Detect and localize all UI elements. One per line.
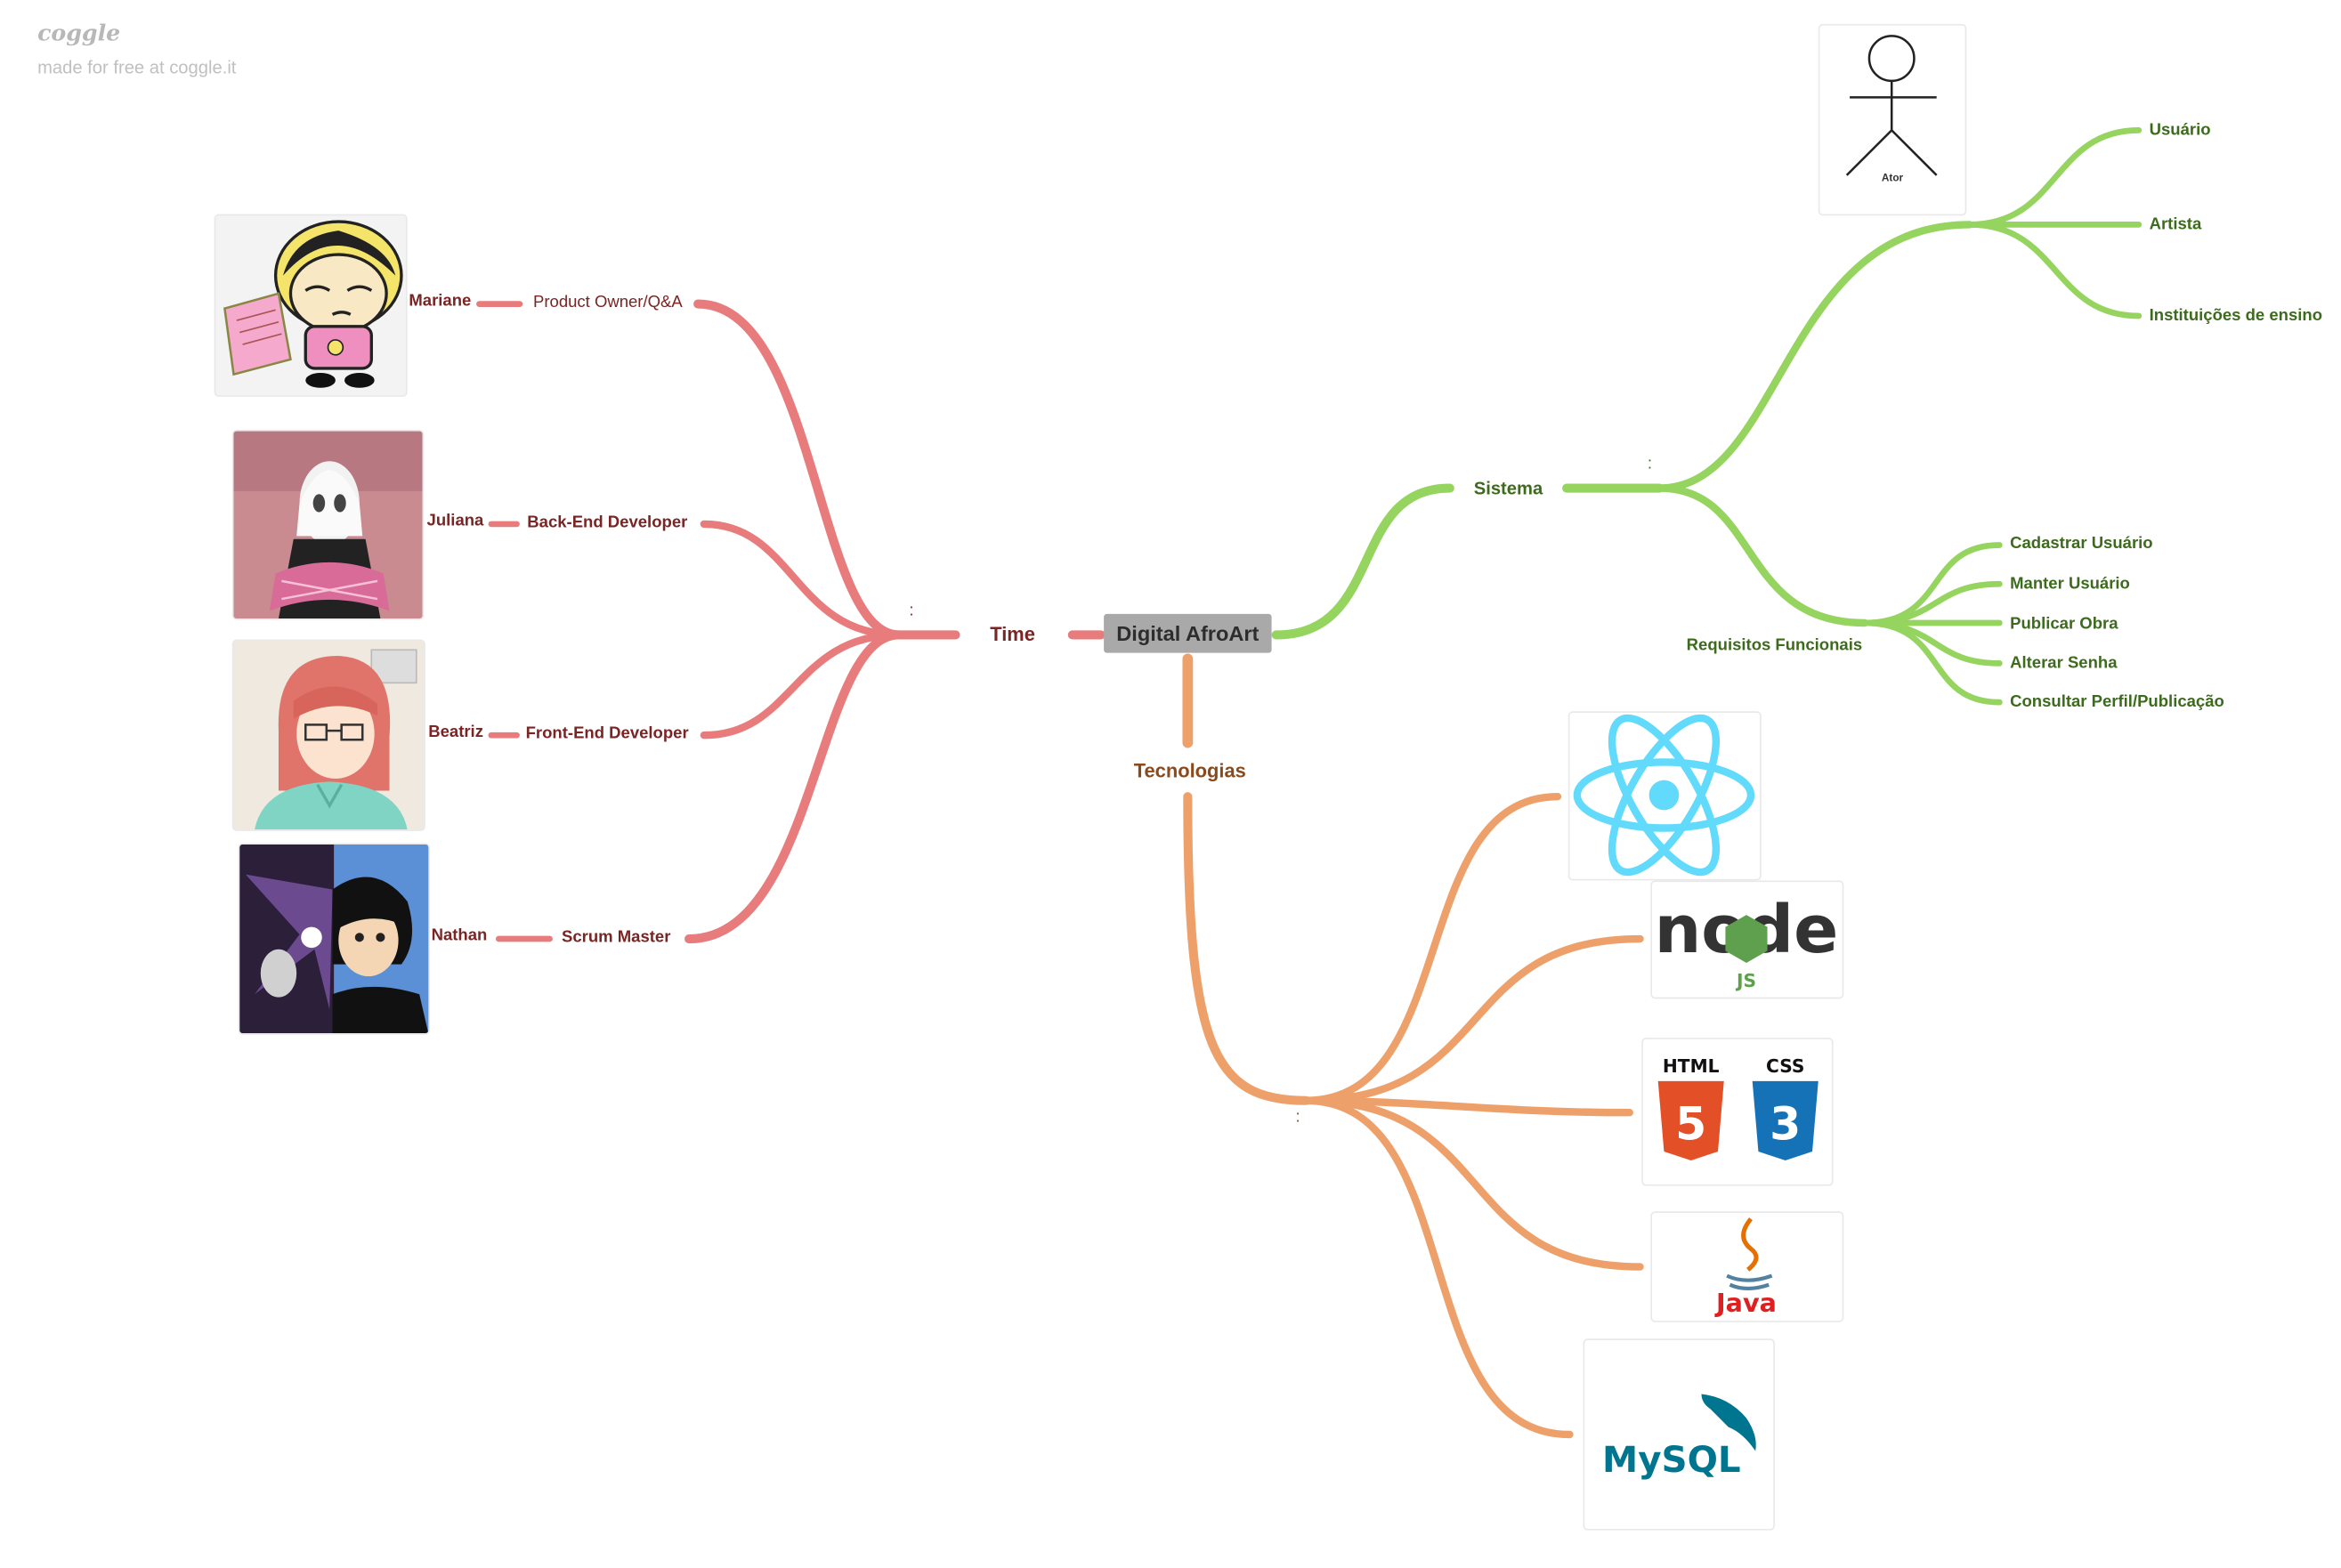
branch-hub-beatriz [700, 631, 903, 740]
html-css-logo-icon: HTML CSS 5 3 [1657, 1055, 1819, 1161]
spider-gwen-icon [233, 431, 423, 618]
branch-hub-mariane [693, 299, 903, 640]
java-wordmark: Java [1714, 1288, 1777, 1318]
mysql-logo-card[interactable]: MySQL [1583, 1338, 1775, 1531]
sistema-colon: : [1647, 455, 1653, 473]
role-node-beatriz[interactable]: Front-End Developer [525, 724, 689, 743]
tecnologias-colon: : [1295, 1108, 1300, 1127]
anime-boy-icon [239, 845, 429, 1034]
nodejs-logo-card[interactable]: node JS [1650, 880, 1844, 999]
tecnologias-node[interactable]: Tecnologias [1133, 759, 1246, 782]
actor-caption: Ator [1881, 174, 1904, 184]
nodejs-sub: JS [1735, 970, 1756, 991]
html-version: 5 [1675, 1098, 1706, 1151]
sistema-node[interactable]: Sistema [1473, 477, 1543, 499]
branch-hub-actors [1656, 221, 1973, 492]
branch-hub-nathan [684, 630, 903, 944]
avatar-beatriz[interactable] [231, 639, 425, 831]
html-text: HTML [1663, 1055, 1720, 1077]
team-colon: : [909, 602, 914, 620]
member-name-juliana[interactable]: Juliana [426, 512, 484, 530]
role-node-mariane[interactable]: Product Owner/Q&A [533, 293, 683, 311]
stick-figure-actor-icon [1845, 35, 1938, 176]
branch-hub-java [1302, 1096, 1644, 1271]
req-publicar-obra[interactable]: Publicar Obra [2010, 615, 2118, 634]
cartoon-girl-icon [223, 220, 403, 388]
react-logo-card[interactable] [1567, 711, 1762, 881]
member-name-nathan[interactable]: Nathan [431, 926, 488, 945]
branch-hub-mysql [1302, 1096, 1574, 1439]
member-name-mariane[interactable]: Mariane [409, 292, 472, 311]
css-version: 3 [1770, 1098, 1801, 1151]
css-text: CSS [1766, 1055, 1804, 1077]
java-logo-icon: Java [1714, 1217, 1777, 1318]
branch-hub-react [1302, 792, 1562, 1104]
role-node-juliana[interactable]: Back-End Developer [527, 513, 688, 532]
actor-artista[interactable]: Artista [2149, 215, 2202, 234]
req-cadastrar-usuario[interactable]: Cadastrar Usuário [2010, 534, 2153, 553]
root-node[interactable]: Digital AfroArt [1104, 613, 1272, 653]
react-logo-icon [1573, 714, 1755, 877]
branch-root-sistema [1271, 483, 1454, 640]
avatar-nathan[interactable] [238, 843, 430, 1035]
branch-req-5 [1861, 619, 2003, 706]
req-alterar-senha[interactable]: Alterar Senha [2010, 654, 2118, 673]
branch-tecnologias-hub [1183, 792, 1311, 1105]
avatar-mariane[interactable] [214, 214, 408, 397]
actor-image-card[interactable]: Ator [1818, 23, 1967, 216]
nodejs-logo-icon: node JS [1655, 892, 1839, 991]
role-node-nathan[interactable]: Scrum Master [561, 928, 671, 947]
branch-hub-juliana [700, 520, 903, 639]
actor-instituicoes[interactable]: Instituições de ensino [2149, 306, 2323, 326]
coggle-logo[interactable]: coggle [37, 19, 121, 47]
branch-hub-requirements [1656, 484, 1869, 627]
branch-actor-usuario [1966, 127, 2143, 228]
html-css-logo-card[interactable]: HTML CSS 5 3 [1641, 1038, 1834, 1186]
mysql-logo-icon: MySQL [1602, 1394, 1756, 1481]
req-manter-usuario[interactable]: Manter Usuário [2010, 575, 2130, 594]
branch-hub-node [1302, 934, 1644, 1104]
branch-actor-instituicoes [1966, 222, 2143, 319]
req-consultar-perfil[interactable]: Consultar Perfil/Publicação [2010, 693, 2224, 712]
avatar-juliana[interactable] [231, 429, 425, 620]
team-node[interactable]: Time [990, 622, 1035, 646]
coggle-tagline[interactable]: made for free at coggle.it [37, 56, 237, 78]
actor-usuario[interactable]: Usuário [2149, 121, 2211, 140]
member-name-beatriz[interactable]: Beatriz [428, 723, 483, 741]
java-logo-card[interactable]: Java [1650, 1211, 1844, 1322]
requisitos-node[interactable]: Requisitos Funcionais [1686, 636, 1863, 655]
mysql-wordmark: MySQL [1602, 1439, 1741, 1481]
anime-girl-icon [233, 641, 425, 830]
